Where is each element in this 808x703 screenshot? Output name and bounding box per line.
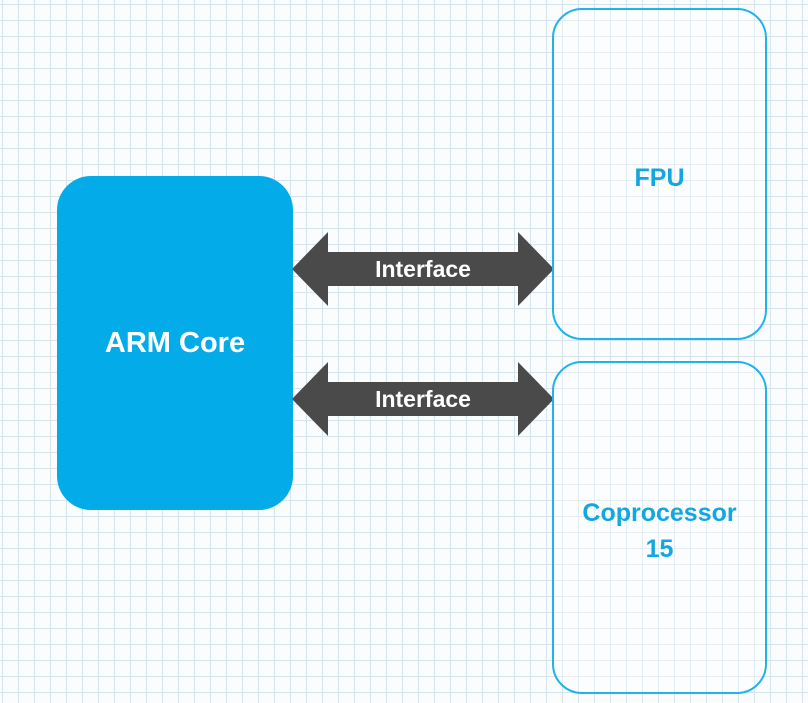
interface-arrow-bottom: Interface — [292, 362, 554, 436]
coprocessor-15-label: Coprocessor 15 — [582, 499, 737, 564]
double-arrow-icon — [292, 232, 554, 306]
interface-label-top: Interface — [375, 255, 471, 282]
arm-core-block: ARM Core — [57, 176, 293, 510]
double-arrow-icon — [292, 362, 554, 436]
interface-label-bottom: Interface — [375, 385, 471, 412]
arm-core-label: ARM Core — [104, 326, 246, 359]
fpu-label: FPU — [634, 164, 685, 192]
coprocessor-15-block: Coprocessor 15 — [552, 361, 767, 694]
interface-arrow-top: Interface — [292, 232, 554, 306]
fpu-block: FPU — [552, 8, 767, 340]
